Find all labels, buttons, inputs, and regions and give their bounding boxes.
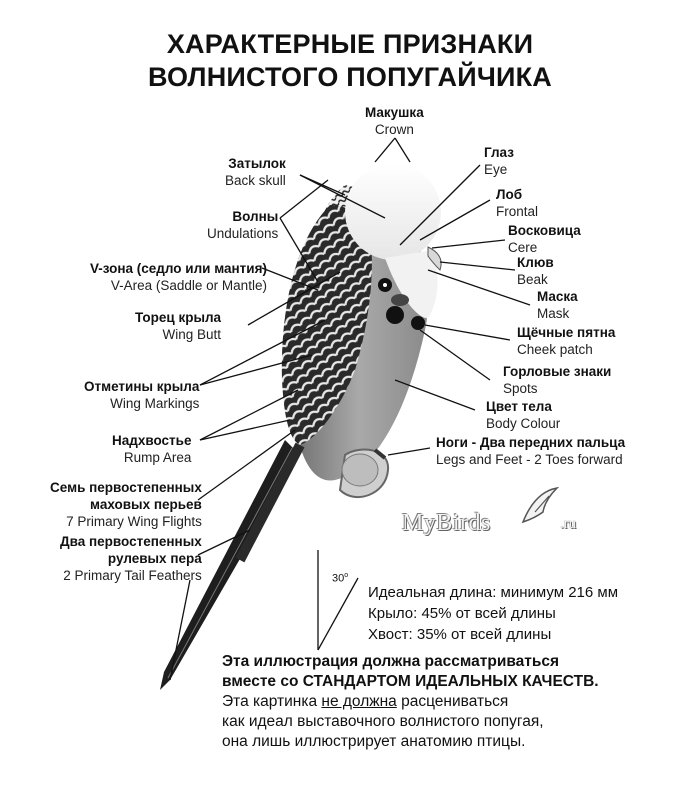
label-body-colour-ru: Цвет тела [486,398,560,415]
label-frontal-en: Frontal [496,203,538,220]
label-beak: Клюв Beak [517,254,554,288]
label-eye: Глаз Eye [484,144,514,178]
label-wing-markings-en: Wing Markings [84,395,199,412]
label-spots: Горловые знаки Spots [503,363,611,397]
note-line-1a: Эта картинка [222,693,321,710]
label-eye-ru: Глаз [484,144,514,161]
stat-ideal-length: Идеальная длина: минимум 216 мм [368,582,618,603]
label-rump-area: Надхвостье Rump Area [112,432,191,466]
label-frontal: Лоб Frontal [496,186,538,220]
disclaimer-note: Эта иллюстрация должна рассматриваться в… [222,652,692,752]
stat-wing: Крыло: 45% от всей длины [368,603,618,624]
label-legs-feet-ru: Ноги - Два передних пальца [436,434,625,451]
note-bold-line-2: вместе со СТАНДАРТОМ ИДЕАЛЬНЫХ КАЧЕСТВ. [222,672,692,692]
label-frontal-ru: Лоб [496,186,538,203]
angle-value: 30 [332,573,344,585]
label-cere-ru: Восковица [508,222,581,239]
note-line-1: Эта картинка не должна расцениваться [222,692,692,712]
label-tail-feathers-ru1: Два первостепенных [60,533,202,550]
label-body-colour: Цвет тела Body Colour [486,398,560,432]
label-rump-area-en: Rump Area [112,449,191,466]
mybirds-logo: MyBirds [402,510,491,537]
label-body-colour-en: Body Colour [486,415,560,432]
label-primary-flights-en: 7 Primary Wing Flights [50,513,202,530]
label-rump-area-ru: Надхвостье [112,432,191,449]
cheek-patch [391,294,409,306]
label-wing-markings-ru: Отметины крыла [84,378,199,395]
note-line-2: как идеал выставочного волнистого попуга… [222,712,692,732]
note-bold-line-1: Эта иллюстрация должна рассматриваться [222,652,692,672]
label-spots-en: Spots [503,380,611,397]
label-tail-feathers: Два первостепенных рулевых пера 2 Primar… [60,533,202,584]
label-back-skull-ru: Затылок [225,155,286,172]
bird-logo-icon [515,482,565,532]
label-cheek-patch: Щёчные пятна Cheek patch [517,324,615,358]
label-cheek-patch-ru: Щёчные пятна [517,324,615,341]
label-v-area-ru: V-зона (седло или мантия) [90,260,267,277]
label-tail-feathers-ru2: рулевых пера [60,550,202,567]
note-line-1-underlined: не должна [321,693,396,710]
label-cheek-patch-en: Cheek patch [517,341,615,358]
label-crown-en: Crown [365,121,424,138]
label-legs-feet-en: Legs and Feet - 2 Toes forward [436,451,625,468]
label-eye-en: Eye [484,161,514,178]
angle-unit: o [344,572,348,579]
label-mask-ru: Маска [537,288,578,305]
note-line-1b: расцениваться [397,693,509,710]
label-undulations-ru: Волны [207,208,278,225]
note-line-3: она лишь иллюстрирует анатомию птицы. [222,732,692,752]
label-cere: Восковица Cere [508,222,581,256]
label-wing-markings: Отметины крыла Wing Markings [84,378,199,412]
label-legs-feet: Ноги - Два передних пальца Legs and Feet… [436,434,625,468]
stat-tail: Хвост: 35% от всей длины [368,624,618,645]
label-back-skull-en: Back skull [225,172,286,189]
label-undulations: Волны Undulations [207,208,278,242]
label-crown-ru: Макушка [365,104,424,121]
label-v-area-en: V-Area (Saddle or Mantle) [90,277,267,294]
label-wing-butt-en: Wing Butt [135,326,221,343]
head-crown [345,164,441,260]
label-primary-flights-ru2: маховых перьев [50,496,202,513]
label-wing-butt: Торец крыла Wing Butt [135,309,221,343]
label-mask-en: Mask [537,305,578,322]
label-primary-flights: Семь первостепенных маховых перьев 7 Pri… [50,479,202,530]
label-undulations-en: Undulations [207,225,278,242]
label-crown: Макушка Crown [365,104,424,138]
label-beak-ru: Клюв [517,254,554,271]
label-tail-feathers-en: 2 Primary Tail Feathers [60,567,202,584]
angle-label: 30o [332,572,348,585]
spot-1 [386,306,404,324]
label-beak-en: Beak [517,271,554,288]
mybirds-logo-text: MyBirds [402,510,491,536]
label-v-area: V-зона (седло или мантия) V-Area (Saddle… [90,260,267,294]
label-spots-ru: Горловые знаки [503,363,611,380]
label-wing-butt-ru: Торец крыла [135,309,221,326]
label-mask: Маска Mask [537,288,578,322]
proportions-block: Идеальная длина: минимум 216 мм Крыло: 4… [368,582,618,645]
label-back-skull: Затылок Back skull [225,155,286,189]
label-primary-flights-ru1: Семь первостепенных [50,479,202,496]
spot-2 [411,316,425,330]
